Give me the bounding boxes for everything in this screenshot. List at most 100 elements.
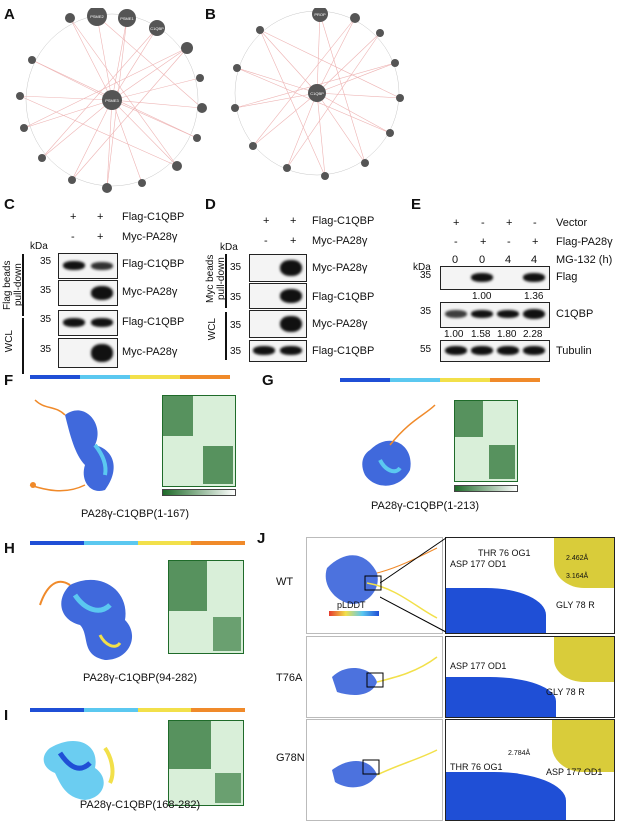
d-row1-lane1: + <box>263 215 270 227</box>
c-row2-lane1: - <box>71 231 75 243</box>
e-r2-label: Flag-PA28γ <box>556 236 613 248</box>
d-row2-lane2: + <box>290 235 297 247</box>
c-side-wcl: WCL <box>4 330 15 353</box>
svg-text:C1QBP: C1QBP <box>150 26 164 31</box>
d-blot-1 <box>249 254 307 282</box>
j-wt-note-4: 3.164Å <box>566 573 589 580</box>
c-blot-1 <box>58 253 118 279</box>
e-c1qbp-q2: 1.58 <box>471 329 491 340</box>
j-g78n-note-1: THR 76 OG1 <box>450 762 503 772</box>
c-blot-4 <box>58 338 118 368</box>
d-blot-4-label: Flag-C1QBP <box>312 345 375 357</box>
g-structure <box>362 404 436 486</box>
f-pae-matrix <box>162 395 236 487</box>
c-row1-lane1: + <box>70 211 77 223</box>
j-t76a-overview <box>306 636 443 718</box>
panel-label-a: A <box>4 6 15 23</box>
j-row-wt-label: WT <box>276 576 294 588</box>
d-row2-label: Myc-PA28γ <box>312 235 368 247</box>
e-mw-1: 35 <box>420 270 432 281</box>
j-wt-note-3: 2.462Å <box>566 555 589 562</box>
e-r2-l4: + <box>532 236 539 248</box>
c-blot-2 <box>58 280 118 306</box>
e-c1qbp-q4: 2.28 <box>523 329 543 340</box>
e-r2-l1: - <box>454 236 458 248</box>
svg-text:PROP: PROP <box>314 12 326 17</box>
c-row1-lane2: + <box>97 211 104 223</box>
e-r1-l4: - <box>533 217 537 229</box>
j-row-g78n-label: G78N <box>276 752 305 764</box>
d-blot-2-label: Flag-C1QBP <box>312 291 375 303</box>
e-r3-l1: 0 <box>452 254 459 266</box>
panel-label-d: D <box>205 196 216 213</box>
svg-text:PSME2: PSME2 <box>90 14 104 19</box>
c-row1-label: Flag-C1QBP <box>122 211 185 223</box>
svg-text:PSME3: PSME3 <box>105 98 119 103</box>
e-r2-l3: - <box>507 236 511 248</box>
g-caption: PA28γ-C1QBP(1-213) <box>370 500 479 512</box>
panel-label-f: F <box>4 372 14 389</box>
d-blot-3-label: Myc-PA28γ <box>312 318 368 330</box>
e-r3-l3: 4 <box>505 254 512 266</box>
d-row1-lane2: + <box>290 215 297 227</box>
e-blot-flag-label: Flag <box>556 271 578 283</box>
d-side-wcl: WCL <box>207 318 218 341</box>
panel-label-h: H <box>4 540 15 557</box>
f-pae-scale <box>162 489 236 496</box>
panel-label-g: G <box>262 372 274 389</box>
j-g78n-overview <box>306 719 443 821</box>
e-blot-flag <box>440 266 550 290</box>
d-mw-3: 35 <box>230 320 242 331</box>
panel-label-i: I <box>4 707 9 724</box>
d-mw-1: 35 <box>230 262 242 273</box>
e-blot-c1qbp-label: C1QBP <box>556 308 594 320</box>
c-mw-1: 35 <box>40 256 52 267</box>
e-kda: kDa <box>413 262 431 273</box>
c-blot-3-label: Flag-C1QBP <box>122 316 185 328</box>
c-bracket1 <box>22 254 24 316</box>
j-wt-note-5: GLY 78 R <box>556 600 595 610</box>
g-pae-matrix <box>454 400 518 482</box>
j-wt-connector <box>380 537 447 633</box>
e-r3-l4: 4 <box>531 254 538 266</box>
e-r1-l1: + <box>453 217 460 229</box>
e-r1-l2: - <box>481 217 485 229</box>
j-plddt-gradient <box>329 611 379 616</box>
d-kda: kDa <box>220 242 238 253</box>
d-blot-3 <box>249 310 307 338</box>
c-blot-3 <box>58 310 118 336</box>
c-blot-1-label: Flag-C1QBP <box>122 258 185 270</box>
c-blot-2-label: Myc-PA28γ <box>122 286 178 298</box>
j-t76a-zoom: ASP 177 OD1 GLY 78 R <box>445 636 615 718</box>
d-blot-2 <box>249 283 307 309</box>
e-r3-label: MG-132 (h) <box>556 254 613 266</box>
d-side-pulldown: Myc beads pull-down <box>205 254 227 304</box>
d-row2-lane1: - <box>264 235 268 247</box>
c-mw-4: 35 <box>40 344 52 355</box>
panel-label-e: E <box>411 196 422 213</box>
panel-label-c: C <box>4 196 15 213</box>
h-pae-matrix <box>168 560 244 654</box>
c-mw-3: 35 <box>40 314 52 325</box>
e-flag-q2: 1.36 <box>524 291 544 302</box>
e-blot-tubulin <box>440 340 550 362</box>
j-t76a-note-1: ASP 177 OD1 <box>450 661 507 671</box>
e-r2-l2: + <box>480 236 487 248</box>
e-r3-l2: 0 <box>479 254 486 266</box>
j-g78n-note-3: ASP 177 OD1 <box>546 767 603 777</box>
d-blot-4 <box>249 340 307 362</box>
e-blot-c1qbp <box>440 302 550 328</box>
d-bracket1 <box>225 254 227 308</box>
e-r1-l3: + <box>506 217 513 229</box>
panel-label-b: B <box>205 6 216 23</box>
d-mw-2: 35 <box>230 292 242 303</box>
f-structure <box>29 399 114 492</box>
d-bracket2 <box>225 312 227 360</box>
g-plddt-bar <box>340 378 540 382</box>
f-plddt-bar <box>30 375 230 379</box>
h-plddt-bar <box>30 541 245 545</box>
d-blot-1-label: Myc-PA28γ <box>312 262 368 274</box>
j-g78n-note-2: 2.784Å <box>508 750 531 757</box>
